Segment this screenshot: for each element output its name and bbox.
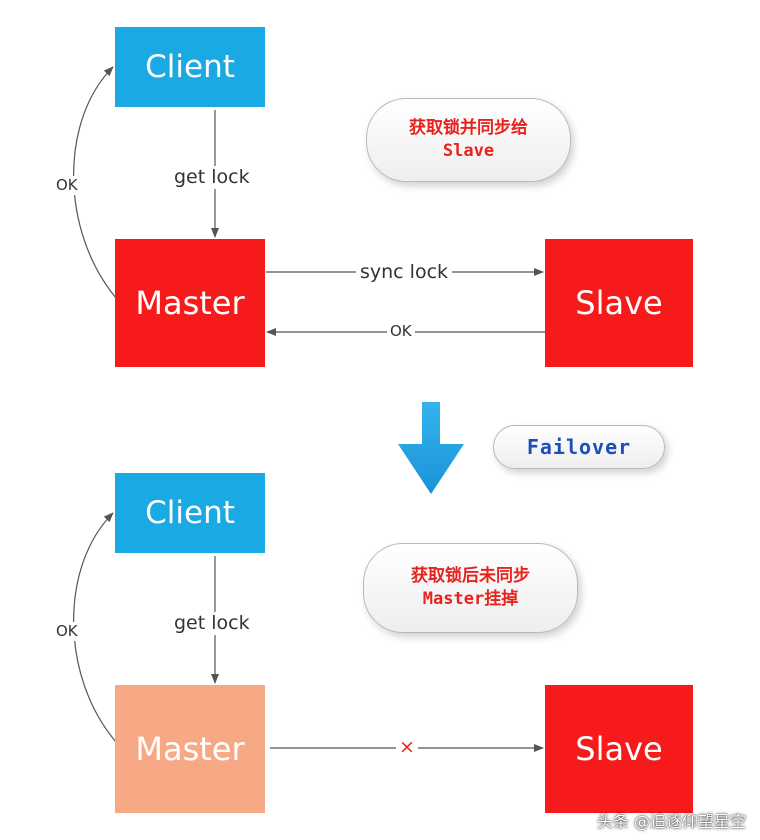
top-ok-left-label: OK bbox=[54, 176, 80, 195]
watermark-text: 头条 @追逐仰望星空 bbox=[596, 812, 746, 831]
bottom-slave-label: Slave bbox=[575, 730, 663, 768]
bottom-note-bubble: 获取锁后未同步 Master挂掉 bbox=[363, 543, 578, 633]
bottom-note-line1: 获取锁后未同步 bbox=[411, 566, 530, 587]
top-client-label: Client bbox=[145, 49, 235, 85]
bottom-master-label: Master bbox=[135, 730, 245, 768]
top-note-line1: 获取锁并同步给 bbox=[409, 118, 528, 139]
bottom-ok-curve-arrow bbox=[73, 512, 117, 743]
top-sync-lock-label: sync lock bbox=[356, 263, 453, 282]
bottom-client-label: Client bbox=[145, 495, 235, 531]
failover-bubble: Failover bbox=[493, 425, 665, 469]
bottom-master-box-failed: Master bbox=[115, 685, 265, 813]
top-slave-label: Slave bbox=[575, 284, 663, 322]
failover-down-arrow bbox=[398, 402, 464, 494]
top-get-lock-label: get lock bbox=[172, 166, 252, 189]
bottom-slave-box: Slave bbox=[545, 685, 693, 813]
top-master-box: Master bbox=[115, 239, 265, 367]
bottom-note-line2: Master挂掉 bbox=[422, 589, 519, 609]
bottom-get-lock-label: get lock bbox=[172, 612, 252, 635]
top-ok-back-label: OK bbox=[387, 324, 415, 339]
bottom-failed-sync-mark: × bbox=[396, 738, 418, 757]
top-client-box: Client bbox=[115, 27, 265, 107]
top-note-line2: Slave bbox=[442, 141, 495, 161]
top-ok-curve-arrow bbox=[73, 66, 117, 299]
failover-label: Failover bbox=[526, 434, 632, 459]
bottom-client-box: Client bbox=[115, 473, 265, 553]
top-slave-box: Slave bbox=[545, 239, 693, 367]
bottom-ok-left-label: OK bbox=[54, 622, 80, 641]
top-master-label: Master bbox=[135, 284, 245, 322]
top-note-bubble: 获取锁并同步给 Slave bbox=[366, 98, 571, 182]
